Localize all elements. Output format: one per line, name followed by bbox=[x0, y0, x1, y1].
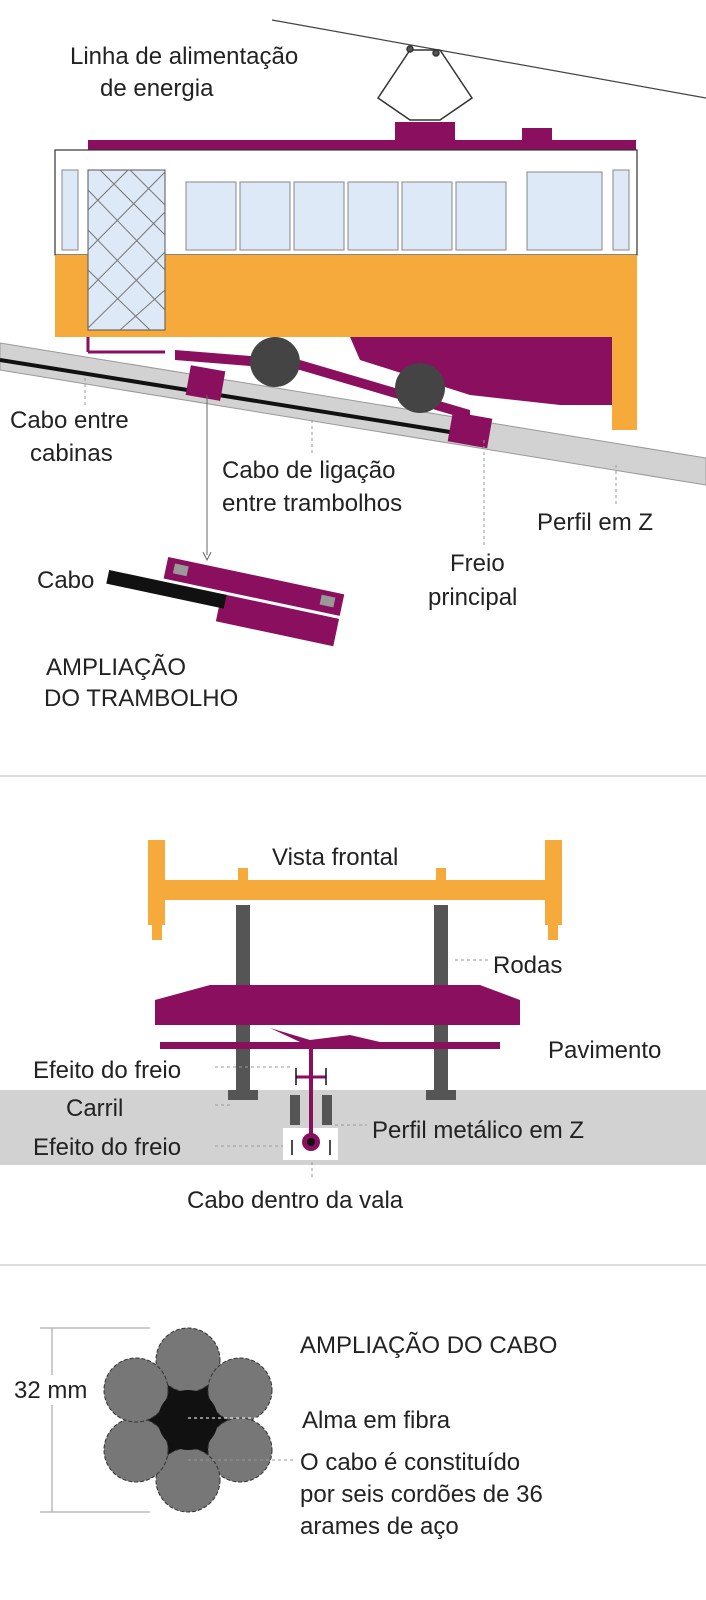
fiber-core bbox=[158, 1390, 218, 1450]
wheel bbox=[250, 337, 300, 387]
cable-zoom-title: AMPLIAÇÃO DO CABO bbox=[300, 1332, 557, 1359]
label-wheels: Rodas bbox=[493, 952, 562, 979]
label-brake-effect-top: Efeito do freio bbox=[33, 1057, 181, 1084]
brake-arrows bbox=[291, 1068, 331, 1155]
label-diameter: 32 mm bbox=[14, 1377, 87, 1404]
label-cable-between-cabins: Cabo entre bbox=[10, 407, 129, 434]
wheel bbox=[395, 363, 445, 413]
label-power-line: Linha de alimentação bbox=[70, 43, 298, 70]
label-cable-between-cabins-2: cabinas bbox=[30, 440, 113, 467]
chassis bbox=[350, 337, 612, 405]
pantograph-base bbox=[395, 122, 455, 140]
roof bbox=[88, 140, 636, 150]
cable-description-3: arames de aço bbox=[300, 1513, 459, 1540]
label-cable: Cabo bbox=[37, 567, 94, 594]
front-view-title: Vista frontal bbox=[272, 844, 398, 871]
power-line bbox=[271, 19, 706, 99]
label-main-brake-2: principal bbox=[428, 584, 517, 611]
label-link-cable: Cabo de ligação bbox=[222, 457, 395, 484]
label-brake-effect-bottom: Efeito do freio bbox=[33, 1134, 181, 1161]
cable-description-2: por seis cordões de 36 bbox=[300, 1481, 543, 1508]
label-z-profile: Perfil em Z bbox=[537, 509, 653, 536]
label-power-line-2: de energia bbox=[100, 75, 214, 102]
z-profile bbox=[290, 1095, 332, 1125]
label-rail: Carril bbox=[66, 1095, 123, 1122]
label-pavement: Pavimento bbox=[548, 1037, 661, 1064]
cable-cross-section: AMPLIAÇÃO DO CABO 32 mm Alma em fibra O … bbox=[14, 1327, 557, 1540]
tram-side-view: Linha de alimentação de energia Cabo ent… bbox=[0, 19, 706, 712]
bogie-frame bbox=[155, 985, 520, 1025]
label-cable-in-trench: Cabo dentro da vala bbox=[187, 1187, 404, 1214]
front-view: Vista frontal Rodas Pavimento Efeito do … bbox=[0, 840, 706, 1214]
pavement bbox=[0, 1090, 706, 1165]
label-link-cable-2: entre trambolhos bbox=[222, 490, 402, 517]
cable-line bbox=[0, 358, 451, 434]
steel-strands bbox=[103, 1327, 273, 1513]
main-brake-shape bbox=[447, 411, 493, 449]
pantograph bbox=[376, 45, 474, 121]
gripper-zoom bbox=[106, 556, 345, 647]
tram-gripper bbox=[185, 365, 226, 401]
door-lattice bbox=[87, 169, 166, 331]
gripper-zoom-title: AMPLIAÇÃO bbox=[46, 654, 186, 681]
label-core: Alma em fibra bbox=[302, 1407, 451, 1434]
cable-description: O cabo é constituído bbox=[300, 1449, 520, 1476]
label-main-brake: Freio bbox=[450, 550, 505, 577]
gripper-zoom-title-2: DO TRAMBOLHO bbox=[44, 685, 238, 712]
rails bbox=[228, 1090, 456, 1100]
windows bbox=[61, 169, 630, 251]
label-metal-profile: Perfil metálico em Z bbox=[372, 1117, 584, 1144]
